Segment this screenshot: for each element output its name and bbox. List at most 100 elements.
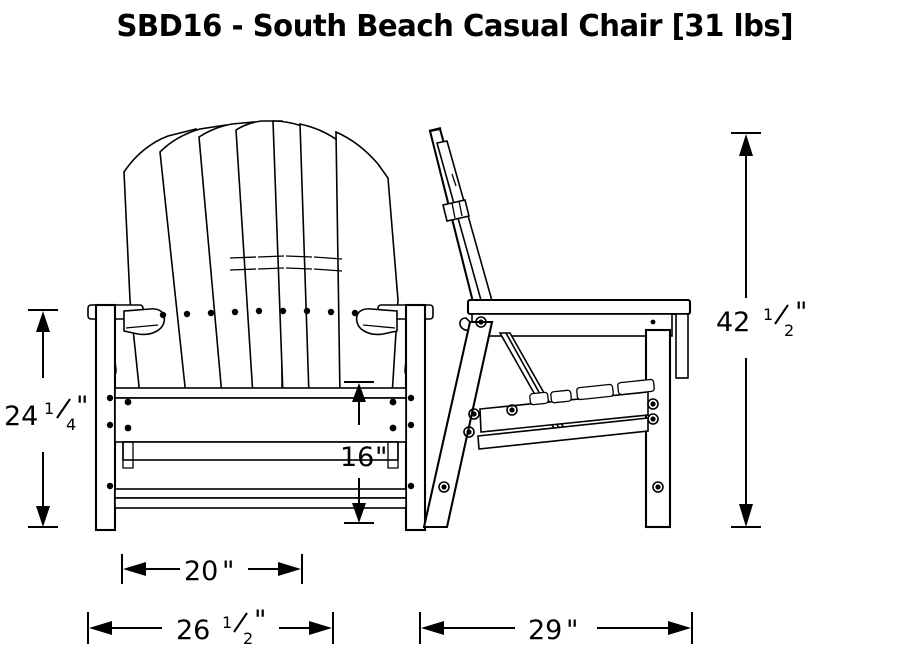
fraction-slash xyxy=(56,398,71,419)
dimension-label-20: 20 xyxy=(184,556,218,587)
bolt-center xyxy=(650,401,656,407)
dimension-unit-mark: " xyxy=(375,442,387,473)
front-right-leg xyxy=(404,303,427,532)
rail-dot xyxy=(255,307,263,315)
seat-slat-edge xyxy=(550,389,572,404)
fastener-dot xyxy=(106,421,114,429)
back-slat-7 xyxy=(335,130,399,397)
fastener-dot xyxy=(389,424,397,432)
dimension-unit-mark: " xyxy=(566,615,578,646)
dimension-fraction-denominator: 2 xyxy=(784,321,794,340)
fraction-slash xyxy=(233,612,248,633)
arrowhead-up xyxy=(352,383,366,402)
bolt-head xyxy=(506,404,518,416)
arrowhead-right xyxy=(309,621,332,635)
fastener-dot xyxy=(407,482,415,490)
front-lower-rail-right-tab xyxy=(387,441,399,469)
arrowhead-left xyxy=(89,621,112,635)
arrowhead-down xyxy=(36,506,50,527)
front-bottom-stretcher xyxy=(114,488,407,499)
bolt-head xyxy=(647,398,659,410)
dimension-unit-mark: " xyxy=(222,556,234,587)
side-backrest-inner xyxy=(435,140,497,320)
bolt-head xyxy=(652,481,664,493)
front-left-leg xyxy=(94,303,117,532)
fastener-dot xyxy=(650,319,656,325)
fastener-dot xyxy=(407,421,415,429)
dimension-label-29: 29 xyxy=(528,615,562,646)
rail-dot xyxy=(159,311,167,319)
seat-slat-edge xyxy=(617,378,655,396)
dimension-label-26-1-2: 26 xyxy=(176,615,210,646)
fastener-dot xyxy=(106,482,114,490)
seat-apron xyxy=(114,397,407,443)
arrowhead-up xyxy=(36,311,50,332)
side-back-bracket-detail xyxy=(451,200,463,219)
side-arm-support-post xyxy=(675,313,689,379)
side-seat-slats xyxy=(529,378,655,406)
rail-dot xyxy=(183,310,191,318)
front-elevation-view xyxy=(87,120,434,532)
side-elevation-view xyxy=(422,126,692,529)
dimension-seat-width: 20 " xyxy=(121,554,303,587)
bolt-head xyxy=(475,316,487,328)
dimension-overall-height: 42 1 2 " xyxy=(716,132,807,528)
left-arm-rear-bracket xyxy=(123,308,166,336)
rail-dot xyxy=(303,307,311,315)
dimension-overall-width: 26 1 2 " xyxy=(87,605,334,648)
front-lower-rail-left-tab xyxy=(122,441,134,469)
rail-dot xyxy=(351,309,359,317)
side-fastener-bolts xyxy=(438,316,664,493)
side-front-leg xyxy=(644,328,672,529)
arrowhead-left xyxy=(421,621,444,635)
fastener-dot xyxy=(124,398,132,406)
arrowhead-down xyxy=(739,504,753,527)
bolt-center xyxy=(478,319,484,325)
bolt-head xyxy=(468,408,480,420)
front-fastener-dots xyxy=(106,394,415,490)
side-rear-leg xyxy=(422,320,494,529)
right-arm-bracket-line xyxy=(362,324,396,329)
seat-slat-edge xyxy=(529,391,549,406)
dimension-fraction-denominator: 4 xyxy=(66,415,76,434)
arrowhead-right xyxy=(668,621,691,635)
dimension-overall-depth: 29 " xyxy=(419,612,693,646)
front-bottom-stretcher-lower xyxy=(114,497,407,509)
dimension-seat-height: 16 " xyxy=(340,381,387,524)
rail-dot xyxy=(231,308,239,316)
bolt-head xyxy=(647,413,659,425)
joint-band-upper xyxy=(229,255,343,272)
bolt-center xyxy=(466,429,472,435)
dimension-fraction-numerator: 1 xyxy=(763,305,773,324)
bolt-center xyxy=(509,407,515,413)
dimension-unit-mark: " xyxy=(795,297,807,328)
fastener-dot xyxy=(407,394,415,402)
dimension-unit-mark: " xyxy=(76,391,88,422)
back-slat-joint-bands xyxy=(229,255,343,272)
dimension-fraction-numerator: 1 xyxy=(44,399,54,418)
bolt-center xyxy=(650,416,656,422)
bolt-head xyxy=(463,426,475,438)
bolt-center xyxy=(471,411,477,417)
seat-slat-edge xyxy=(576,383,614,401)
dimension-label-24-1-4: 24 xyxy=(4,401,38,432)
dimension-label-42-1-2: 42 xyxy=(716,307,750,338)
left-arm-bracket-line xyxy=(125,324,159,329)
rail-dot xyxy=(279,307,287,315)
arrowhead-up xyxy=(739,134,753,156)
rail-dot xyxy=(327,308,335,316)
right-arm-rear-bracket xyxy=(355,308,398,336)
side-backrest-detail-line xyxy=(451,173,457,187)
side-backrest-top-cap xyxy=(428,126,442,133)
bolt-center xyxy=(441,484,447,490)
side-seat-lower-rail xyxy=(477,417,649,450)
arrowhead-left xyxy=(123,562,146,576)
dimension-seat-back-height: 24 1 4 " xyxy=(4,309,88,528)
bolt-head xyxy=(438,481,450,493)
title-bar: SBD16 - South Beach Casual Chair [31 lbs… xyxy=(0,0,910,52)
fastener-dot xyxy=(389,398,397,406)
dimension-label-16: 16 xyxy=(340,442,374,473)
